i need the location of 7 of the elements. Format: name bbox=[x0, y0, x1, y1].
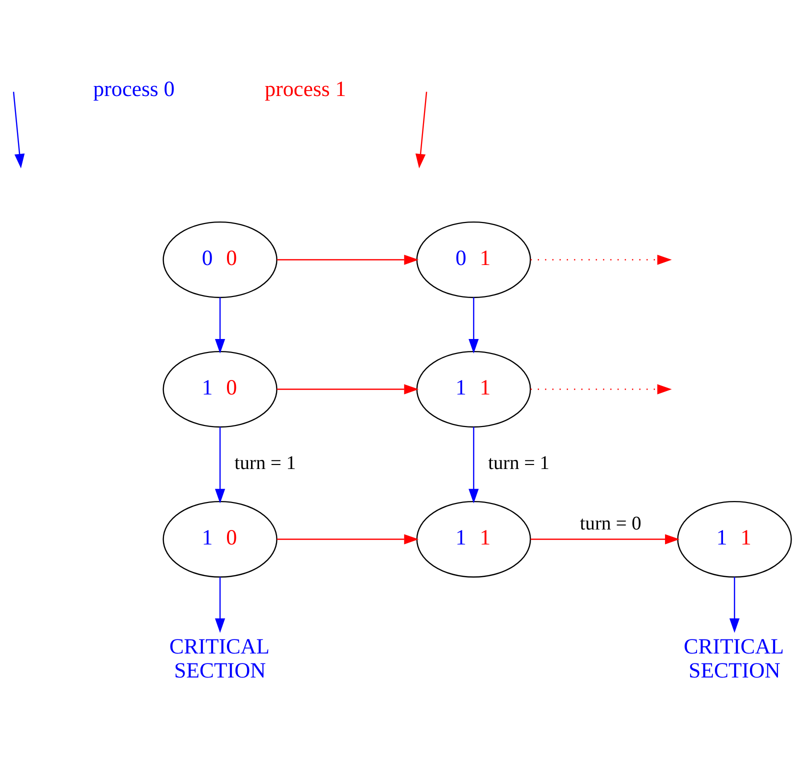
legend-label: process 0 bbox=[93, 76, 175, 100]
edge-label: turn = 1 bbox=[488, 452, 550, 474]
node-text: CRITICAL SECTION bbox=[169, 634, 270, 682]
legend-label: process 1 bbox=[264, 76, 346, 100]
node-text: CRITICAL SECTION bbox=[684, 634, 784, 682]
edge-label: turn = 1 bbox=[234, 452, 296, 474]
edge-label: turn = 0 bbox=[580, 512, 642, 534]
